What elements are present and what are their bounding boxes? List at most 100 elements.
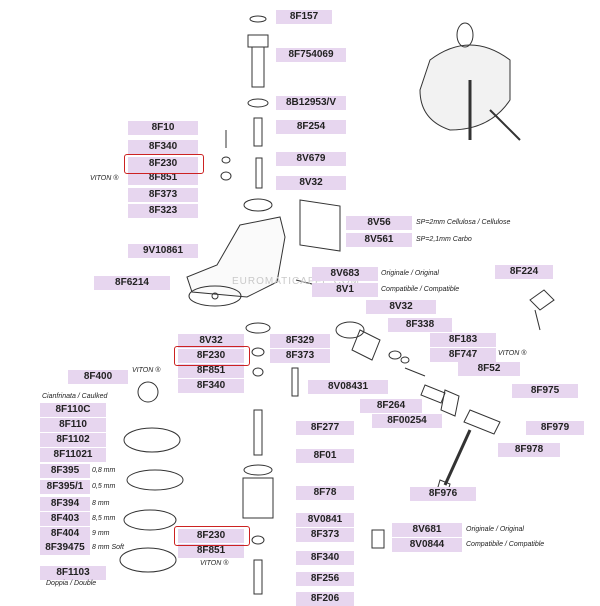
label-8F851-b: 8F851 [178,364,244,378]
oring-part [221,156,231,164]
label-8F6214: 8F6214 [94,276,170,290]
top-valve-part [456,22,474,48]
label-8F1103: 8F1103 [40,566,106,580]
note-mm08: 0,8 mm [92,467,116,474]
label-8F373: 8F373 [128,188,198,202]
ball-part [220,171,232,181]
label-8F230-c: 8F230 [178,529,244,543]
label-8F206: 8F206 [296,592,354,606]
oring-large-part [335,321,365,339]
note-doppia: Doppia / Double [46,580,97,587]
note-viton-bottom: VITON ® [200,560,229,567]
label-8V679: 8V679 [276,152,346,166]
bolt-part [211,292,219,300]
label-8F110C: 8F110C [40,403,106,417]
label-8F230: 8F230 [128,157,198,171]
label-8F851-c: 8F851 [178,544,244,558]
label-8V1: 8V1 [312,283,378,297]
ring-part [126,469,184,491]
stem-part [404,367,426,377]
spring-long-part [253,409,263,456]
note-sp-cellulosa: SP=2mm Cellulosa / Cellulose [416,219,511,226]
label-8F403: 8F403 [40,512,90,526]
label-8F394: 8F394 [40,497,90,511]
label-8V32: 8V32 [276,176,346,190]
label-8F323: 8F323 [128,204,198,218]
label-8F230-b: 8F230 [178,349,244,363]
note-mm8: 8 mm [92,500,110,507]
label-8F224: 8F224 [495,265,553,279]
valve-body-part [351,329,381,361]
label-8F978: 8F978 [498,443,560,457]
washer-part [249,15,267,23]
label-9V10861: 9V10861 [128,244,198,258]
note-mm85: 8,5 mm [92,515,116,522]
label-8F754069: 8F754069 [276,48,346,62]
seal-part [243,198,273,212]
label-8F157: 8F157 [276,10,332,24]
label-8F851: 8F851 [128,171,198,185]
clip-part [529,289,555,311]
label-8F78: 8F78 [296,486,354,500]
pipe-fitting-part [247,34,269,88]
lever-body-part [440,389,460,417]
note-viton-top: VITON ® [90,175,119,182]
label-8F264: 8F264 [360,399,422,413]
note-originale-bottom: Originale / Original [466,526,524,533]
label-8V561: 8V561 [346,233,412,247]
note-cianfrinata: Cianfrinata / Caulked [42,393,108,400]
double-filter-part [119,547,177,573]
note-compatibile: Compatibile / Compatible [381,286,460,293]
label-8F400: 8F400 [68,370,128,384]
note-viton-mid: VITON ® [132,367,161,374]
note-compatibile-bottom: Compatibile / Compatible [466,541,545,548]
label-8F979: 8F979 [526,421,584,435]
note-mm9: 9 mm [92,530,110,537]
label-8F10: 8F10 [128,121,198,135]
label-8V683: 8V683 [312,267,378,281]
label-8F404: 8F404 [40,527,90,541]
boiler-cup-part [242,477,274,519]
label-8F976: 8F976 [410,487,476,501]
label-8F395-1: 8F395/1 [40,480,90,494]
label-8F110: 8F110 [40,418,106,432]
label-8F338: 8F338 [388,318,452,332]
gasket-part [247,98,269,108]
note-mm8soft: 8 mm Soft [92,544,124,551]
label-8F340: 8F340 [128,140,198,154]
label-8F373-b: 8F373 [270,349,330,363]
label-8F1102: 8F1102 [40,433,106,447]
label-8V681: 8V681 [392,523,462,537]
label-8F256: 8F256 [296,572,354,586]
label-8F00254: 8F00254 [372,414,442,428]
label-8F01: 8F01 [296,449,354,463]
label-8V56: 8V56 [346,216,412,230]
group-lever-part [489,109,521,141]
filter-basket-part [123,427,181,453]
highlight-8F230-top [124,154,204,174]
label-8F52: 8F52 [458,362,520,376]
note-sp-carbo: SP=2,1mm Carbo [416,236,472,243]
label-8F254: 8F254 [276,120,346,134]
lever-part [463,409,501,435]
label-8F975: 8F975 [512,384,578,398]
nozzle-part [291,367,299,397]
note-mm05: 0,5 mm [92,483,116,490]
label-8F11021: 8F11021 [40,448,106,462]
spring-part [253,117,263,147]
label-8V0841: 8V0841 [296,513,354,527]
label-8V08431: 8V08431 [308,380,388,394]
label-8F340-c: 8F340 [296,551,354,565]
label-8F39475: 8F39475 [40,541,90,555]
label-8F747: 8F747 [430,348,496,362]
handle-part [443,429,472,486]
fitting-part [371,529,385,549]
spring-lower-part [253,559,263,595]
label-8F329: 8F329 [270,334,330,348]
highlight-8F230-mid [174,346,250,366]
valve-part [255,157,263,189]
shower-screen-part [137,381,159,403]
label-8F373-c: 8F373 [296,528,354,542]
note-originale: Originale / Original [381,270,439,277]
